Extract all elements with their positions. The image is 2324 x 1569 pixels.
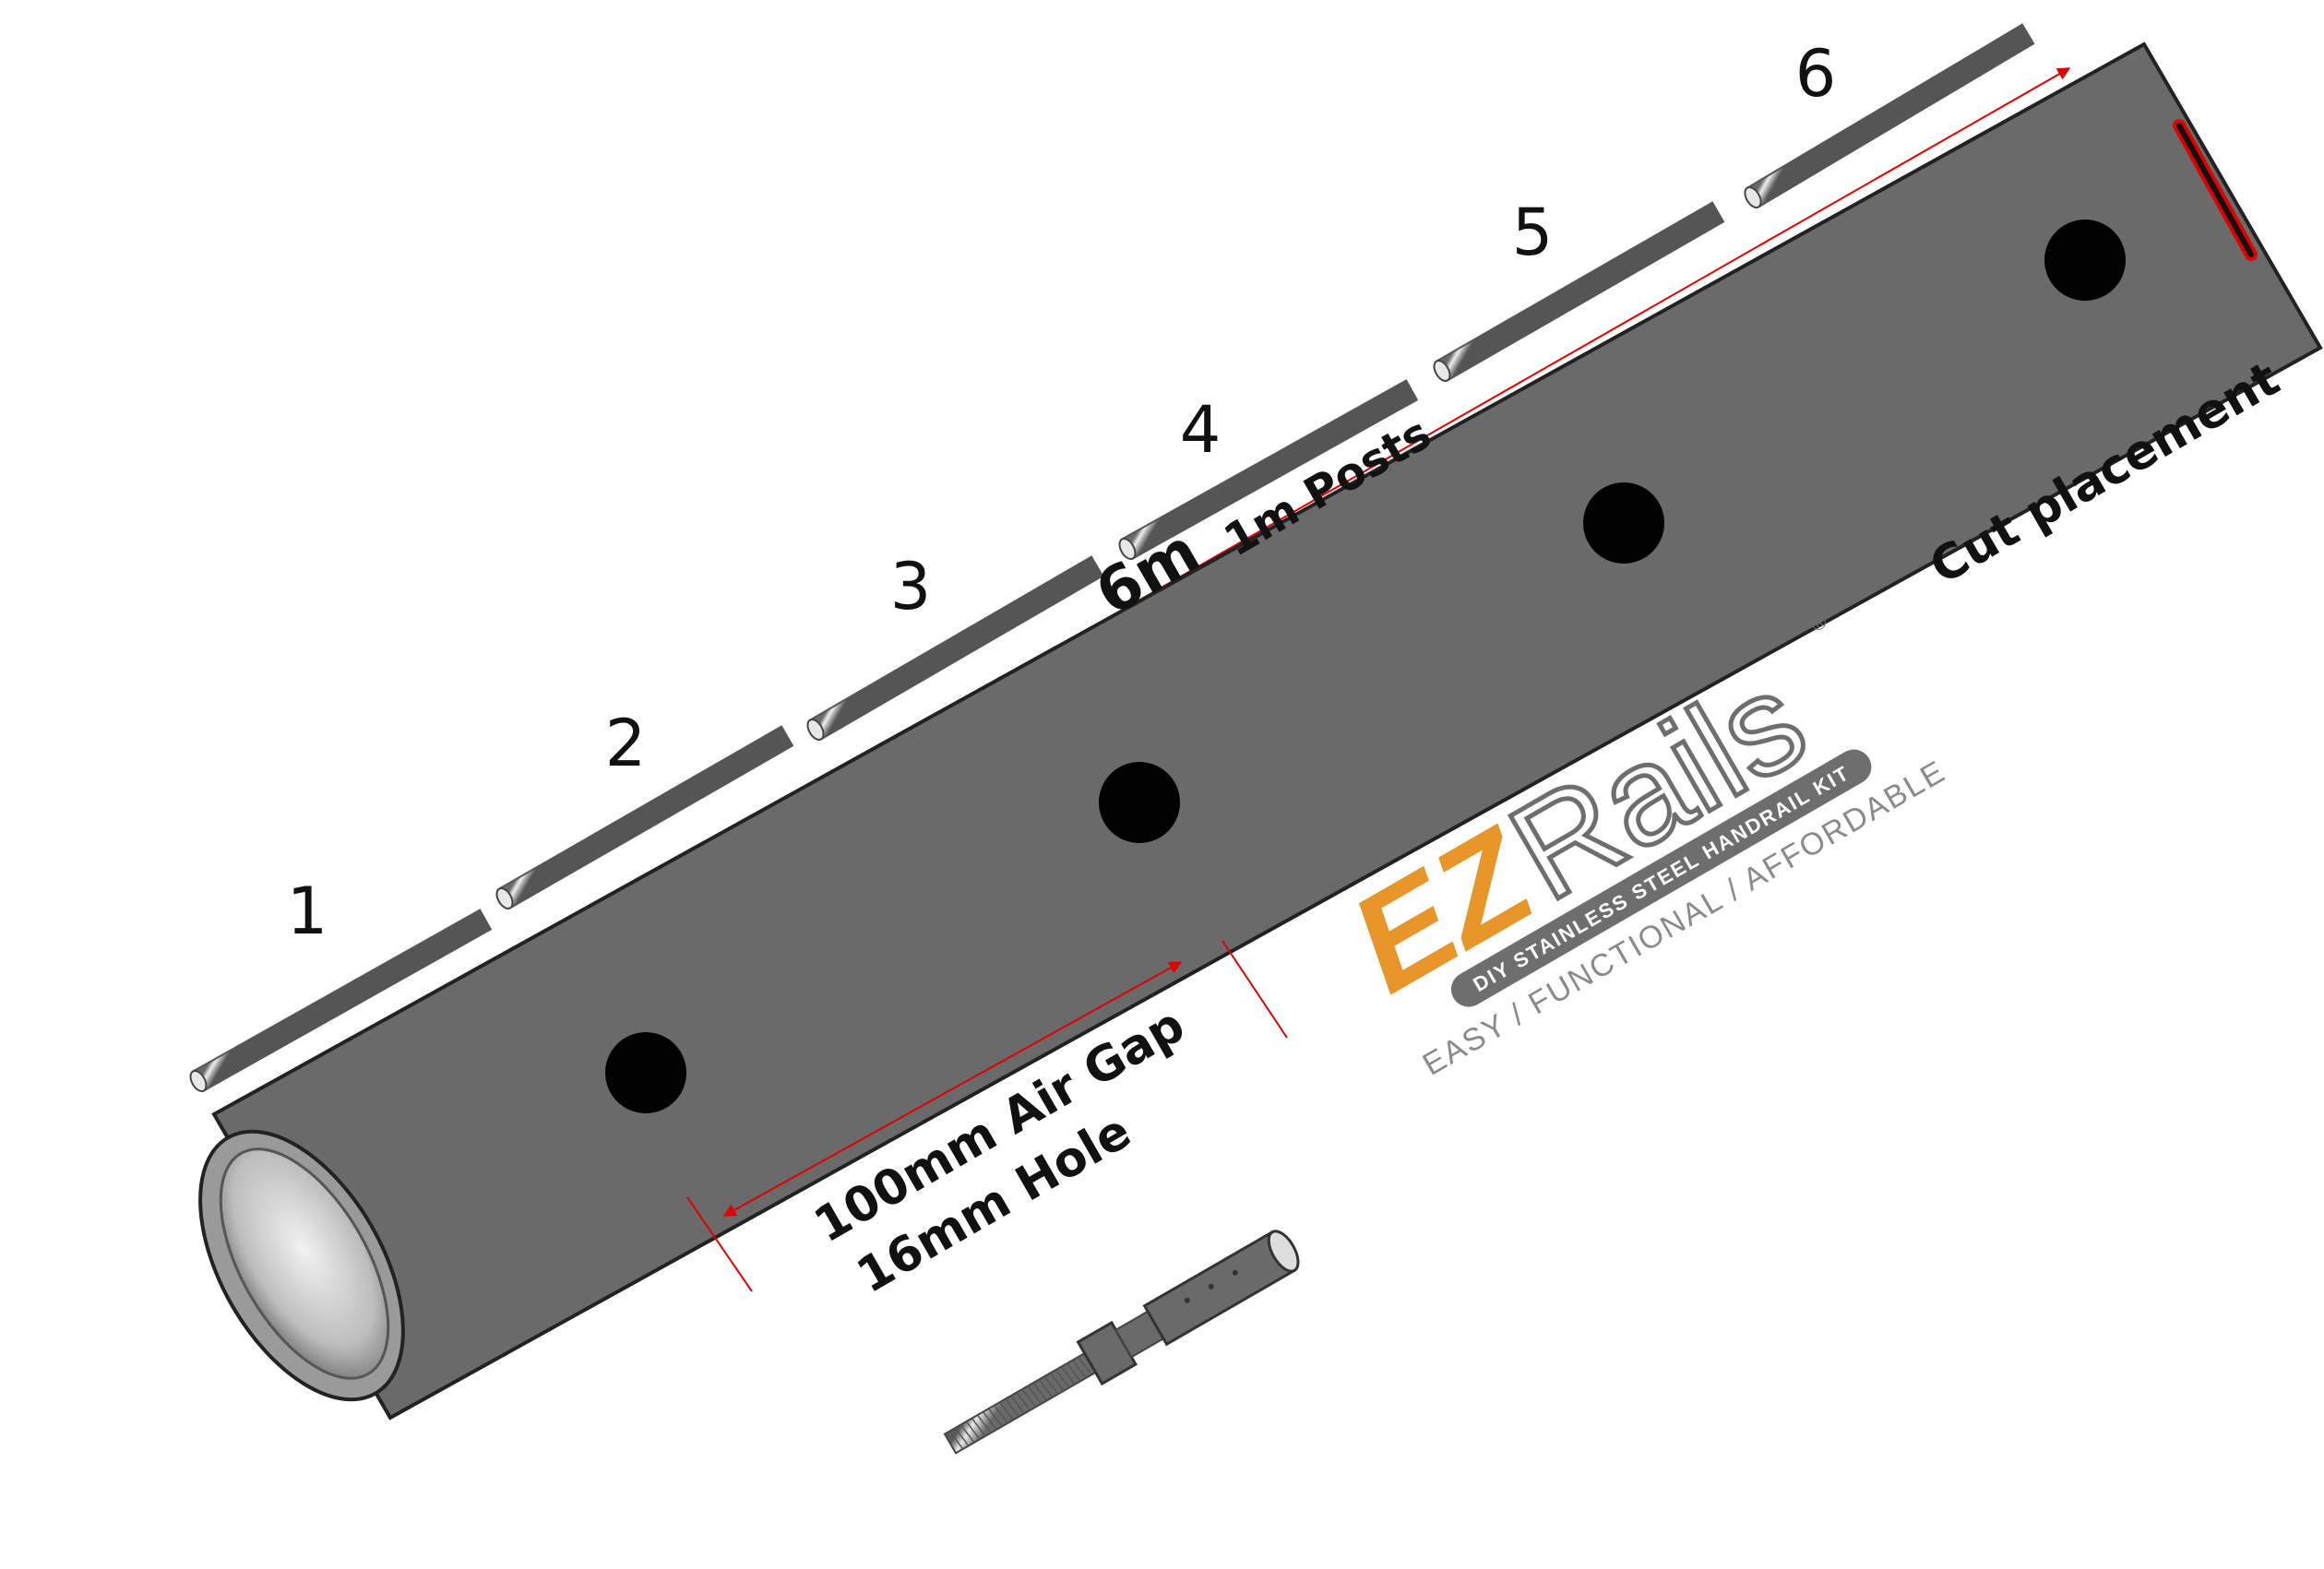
post-number-3: 3 [890,549,932,624]
thread-line [999,1401,1014,1420]
post-number-2: 2 [605,706,647,781]
post-number-4: 4 [1180,392,1222,468]
fitting-dot [1184,1297,1190,1303]
thread-line [948,1431,964,1450]
thread-line [1043,1375,1059,1395]
air-gap-extension-left [686,1196,753,1292]
thread-line [1021,1388,1037,1408]
post-number-6: 6 [1795,36,1837,112]
hole-marker [1583,482,1664,564]
thread-line [965,1420,981,1440]
air-gap-dimension [686,940,1288,1292]
thread-line [1005,1398,1020,1418]
air-gap-arrow [722,961,1183,1217]
thread-line [1038,1379,1054,1398]
tube-bore [219,1147,390,1380]
thread-line [994,1405,1008,1424]
hole-marker [1099,762,1180,843]
thread-line [1016,1392,1031,1411]
thread-line [976,1414,992,1433]
fitting-end [1267,1230,1300,1273]
tube-body [211,42,2323,1420]
logo-banner [1450,749,1872,1007]
thread-line [1071,1360,1087,1379]
hole-marker [605,1032,686,1113]
thread-line [1078,1356,1092,1375]
air-gap-extension-right [1222,940,1288,1039]
threaded-fitting-icon [943,1230,1300,1455]
cut-marker-core [2176,123,2254,257]
thread-line [1060,1366,1076,1385]
thread-line [971,1418,986,1437]
thread-line [1010,1395,1026,1414]
fitting-dot [1232,1269,1238,1276]
main-tube [198,42,2323,1420]
post-number-1: 1 [287,874,328,949]
holes-group [605,220,2126,1113]
fitting-dot [1208,1283,1214,1290]
thread-line [959,1424,975,1444]
thread-line [1032,1382,1048,1401]
thread-line [954,1427,970,1446]
thread-line [1055,1369,1070,1388]
post-number-5: 5 [1512,195,1554,270]
hole-marker [2044,220,2126,301]
fitting-thread [943,1345,1109,1455]
thread-line [982,1411,997,1431]
thread-line [1049,1373,1065,1392]
thread-line [988,1408,1003,1427]
thread-line [1066,1362,1081,1382]
thread-line [1027,1385,1043,1405]
